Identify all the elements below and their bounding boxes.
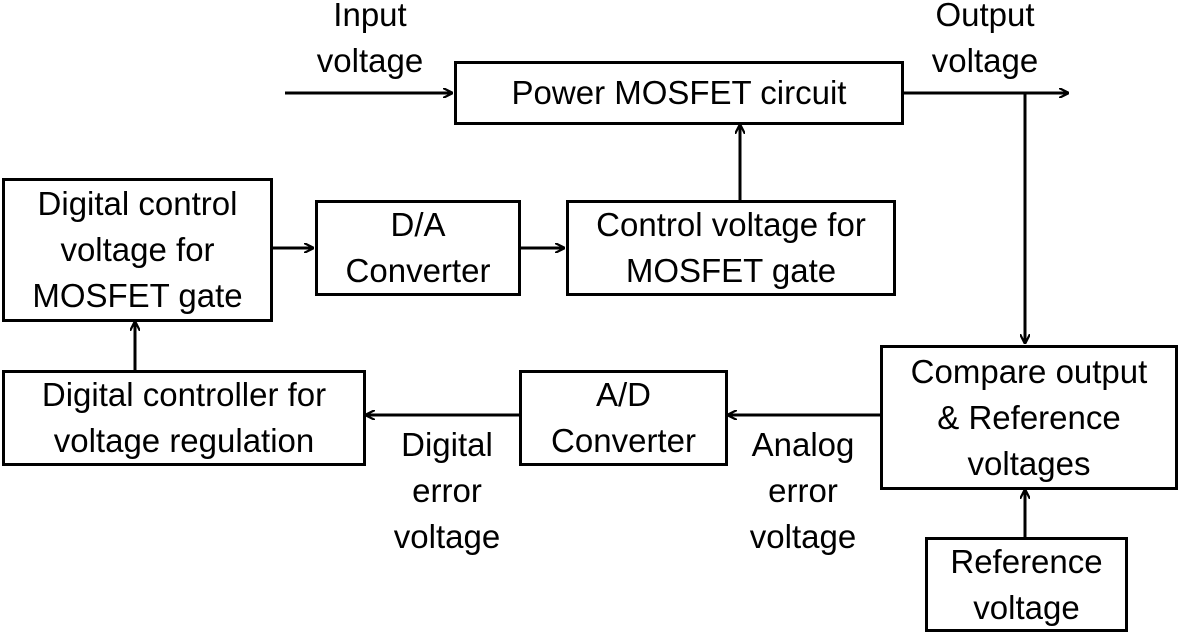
- block-text-line: voltage: [973, 588, 1080, 626]
- label-text-line: Input: [333, 0, 407, 33]
- digital-error-voltage-label: Digital error voltage: [374, 422, 520, 560]
- label-text-line: Analog: [751, 426, 855, 463]
- da-converter-block: D/A Converter: [315, 200, 521, 296]
- label-text-line: voltage: [931, 42, 1039, 79]
- block-text-line: Power MOSFET circuit: [511, 74, 847, 111]
- block-text-line: voltage for: [60, 231, 215, 268]
- block-text-line: D/A: [390, 206, 446, 243]
- digital-control-voltage-block: Digital control voltage for MOSFET gate: [2, 178, 273, 322]
- label-text-line: Output: [935, 0, 1035, 33]
- output-voltage-label: Output voltage: [897, 0, 1073, 84]
- block-text-line: Digital controller for: [41, 376, 327, 413]
- block-text-line: Compare output: [910, 352, 1148, 390]
- input-voltage-label: Input voltage: [290, 0, 450, 84]
- block-text-line: Converter: [551, 422, 696, 459]
- block-text-line: Digital control: [37, 185, 238, 222]
- block-text-line: voltages: [967, 444, 1091, 482]
- block-text-line: Converter: [345, 252, 491, 289]
- control-voltage-block: Control voltage for MOSFET gate: [566, 200, 896, 296]
- block-text-line: Reference: [950, 542, 1103, 580]
- label-text-line: error: [412, 472, 482, 509]
- label-text-line: Digital: [401, 426, 493, 463]
- block-text-line: MOSFET gate: [32, 277, 243, 314]
- label-text-line: voltage: [393, 518, 501, 555]
- ad-converter-block: A/D Converter: [519, 370, 728, 466]
- power-mosfet-circuit-block: Power MOSFET circuit: [454, 61, 904, 125]
- label-text-line: voltage: [749, 518, 857, 555]
- reference-voltage-block: Reference voltage: [925, 537, 1128, 632]
- analog-error-voltage-label: Analog error voltage: [730, 422, 876, 560]
- block-text-line: & Reference: [937, 398, 1121, 436]
- label-text-line: voltage: [316, 42, 424, 79]
- label-text-line: error: [768, 472, 838, 509]
- block-text-line: voltage regulation: [53, 422, 315, 459]
- block-text-line: A/D: [595, 376, 651, 413]
- compare-output-block: Compare output & Reference voltages: [880, 345, 1178, 490]
- digital-controller-block: Digital controller for voltage regulatio…: [2, 370, 366, 466]
- block-text-line: MOSFET gate: [625, 252, 837, 289]
- block-text-line: Control voltage for: [596, 206, 866, 243]
